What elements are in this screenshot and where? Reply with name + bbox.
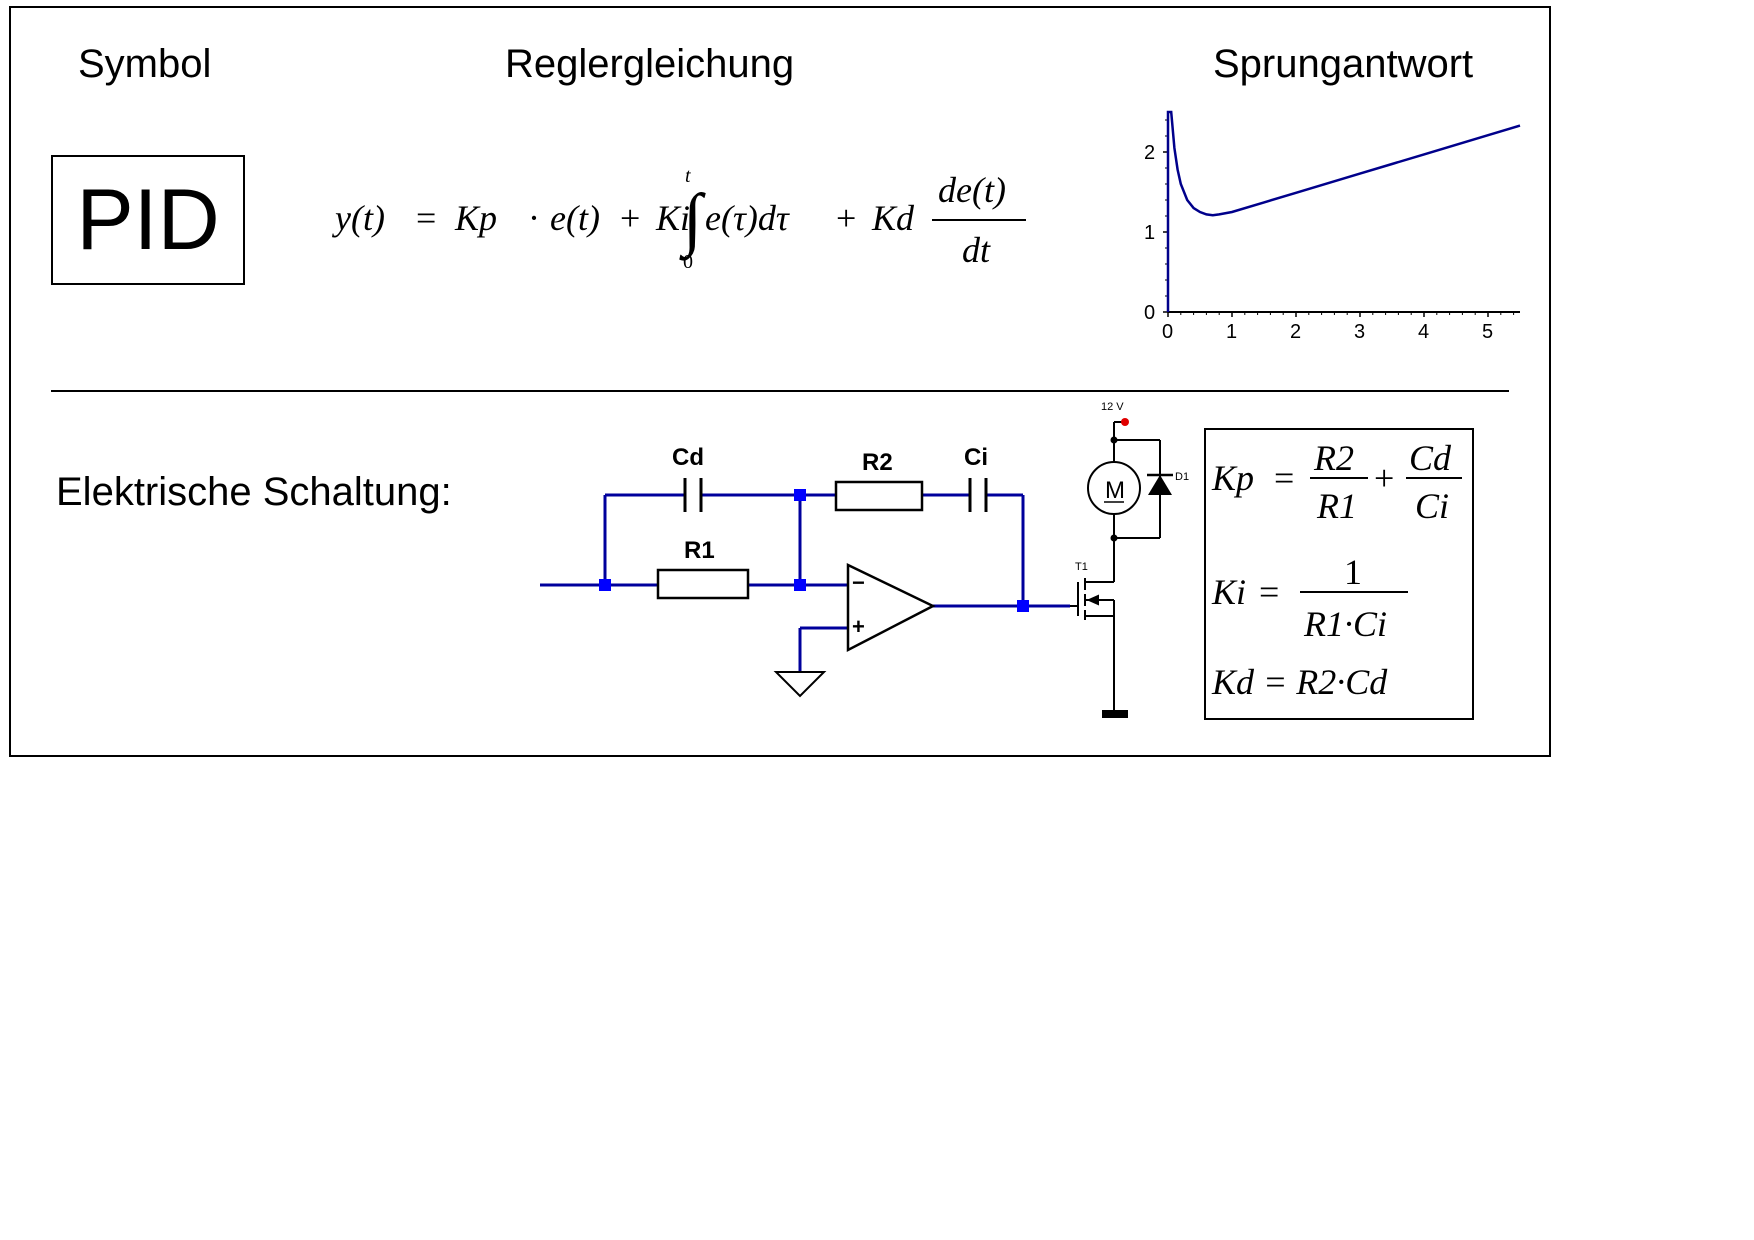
- x-tick-label: 0: [1162, 321, 1173, 343]
- ki-den: R1·Ci: [1303, 604, 1387, 644]
- resistor-r1: [656, 568, 750, 600]
- eq-dot: ·: [528, 198, 540, 238]
- section-divider: [51, 390, 1509, 392]
- x-tick-label: 5: [1482, 321, 1493, 343]
- ground-symbol: [773, 671, 827, 698]
- eq-equals: =: [416, 198, 436, 238]
- kp-den-1: R1: [1316, 486, 1357, 526]
- kp-num-2: Cd: [1409, 438, 1452, 478]
- kd-line: Kd = R2·Cd: [1211, 662, 1388, 702]
- pid-symbol-box: PID: [51, 155, 245, 285]
- x-tick-label: 3: [1354, 321, 1365, 343]
- integral-lower: 0: [683, 251, 693, 273]
- motor-top-node: [1110, 436, 1118, 444]
- kp-lhs: Kp: [1211, 458, 1254, 498]
- capacitor-cd: [683, 478, 703, 512]
- header-symbol: Symbol: [78, 42, 212, 86]
- label-d1: D1: [1175, 471, 1189, 483]
- eq-kd: Kd: [871, 198, 915, 238]
- eq-integrand: e(τ)dτ: [705, 198, 790, 238]
- motor-bottom-node: [1110, 534, 1118, 542]
- diode-d1: [1147, 473, 1173, 495]
- motor-branch: [1113, 421, 1161, 539]
- eq-kp: Kp: [454, 198, 497, 238]
- y-tick-label: 1: [1144, 222, 1155, 244]
- step-response-curve: [1166, 110, 1521, 312]
- supply-terminal: [1121, 418, 1129, 426]
- eq-frac-num: de(t): [938, 170, 1006, 210]
- mosfet-t1: [1070, 538, 1115, 710]
- kp-equals: =: [1274, 458, 1294, 498]
- motor-label: M: [1105, 477, 1125, 504]
- ki-equals: =: [1259, 572, 1279, 612]
- x-tick-label: 4: [1418, 321, 1429, 343]
- kp-num-1: R2: [1313, 438, 1354, 478]
- label-r1: R1: [684, 537, 715, 564]
- resistor-r2: [834, 480, 924, 512]
- label-cd: Cd: [672, 444, 704, 471]
- label-12v: 12 V: [1101, 401, 1124, 413]
- eq-et: e(t): [550, 198, 600, 238]
- kp-plus: +: [1374, 458, 1394, 498]
- ki-lhs: Ki: [1211, 572, 1246, 612]
- figure-frame: [9, 6, 1551, 757]
- op-amp-plus: +: [852, 614, 865, 639]
- label-ci: Ci: [964, 444, 988, 471]
- op-amp-minus: −: [852, 570, 865, 595]
- pid-symbol-label: PID: [76, 171, 220, 268]
- controller-equation: y(t) = Kp · e(t) + Ki ∫ t 0 e(τ)dτ + Kd …: [332, 165, 1026, 273]
- eq-plus-2: +: [836, 198, 856, 238]
- parameter-formulas: Kp = R2 R1 + Cd Ci Ki = 1 R1·Ci Kd = R2·…: [1211, 438, 1462, 702]
- eq-lhs: y(t): [332, 198, 385, 238]
- eq-plus-1: +: [620, 198, 640, 238]
- motor-symbol: [1087, 461, 1141, 515]
- eq-frac-den: dt: [962, 230, 991, 270]
- capacitor-ci: [968, 478, 988, 512]
- parameter-formulas-box: [1204, 428, 1474, 720]
- ki-num: 1: [1344, 552, 1362, 592]
- header-circuit: Elektrische Schaltung:: [56, 470, 452, 514]
- header-step-response: Sprungantwort: [1213, 42, 1474, 86]
- op-amp: [846, 563, 936, 653]
- integral-upper: t: [685, 165, 691, 187]
- integral-sign: ∫: [679, 181, 706, 261]
- y-tick-label: 0: [1144, 302, 1155, 324]
- y-tick-label: 2: [1144, 142, 1155, 164]
- x-tick-label: 2: [1290, 321, 1301, 343]
- ground-bar: [1102, 710, 1128, 718]
- kp-den-2: Ci: [1415, 486, 1449, 526]
- header-equation: Reglergleichung: [505, 42, 795, 86]
- step-response-chart: 0 1 2 3 4 5 0 1 2: [1144, 110, 1521, 343]
- label-r2: R2: [862, 449, 893, 476]
- eq-ki: Ki: [655, 198, 690, 238]
- x-tick-label: 1: [1226, 321, 1237, 343]
- circuit-schematic: − + Cd R2 Ci R1 T1: [540, 401, 1189, 718]
- label-t1: T1: [1075, 561, 1088, 573]
- junction-nodes: [599, 489, 1029, 612]
